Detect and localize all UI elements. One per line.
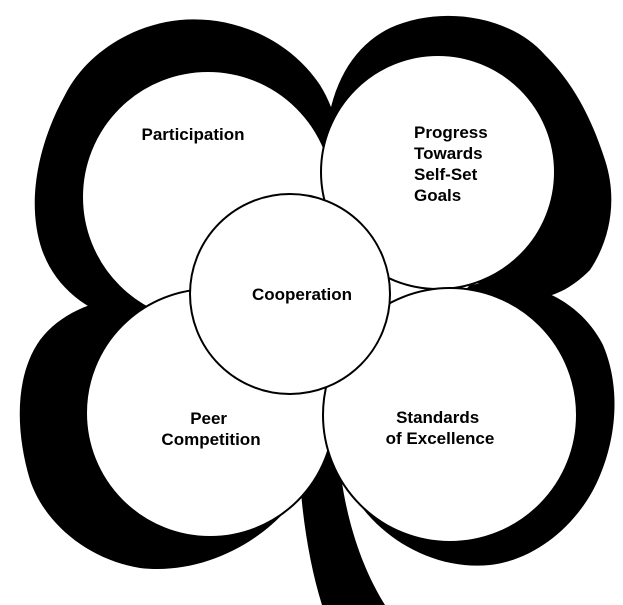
label-progress-line-1: Progress: [414, 123, 488, 142]
label-standards-line-1: Standards: [396, 408, 479, 427]
label-cooperation: Cooperation: [252, 285, 352, 304]
label-standards-line-2: of Excellence: [386, 429, 495, 448]
leaf-bottom-right-circle: [322, 287, 578, 543]
label-progress-line-3: Self-Set: [414, 165, 478, 184]
label-peer-line-1: Peer: [190, 409, 227, 428]
label-peer-line-2: Competition: [161, 430, 260, 449]
label-cooperation-line: Cooperation: [252, 285, 352, 304]
clover-stem: [298, 445, 385, 605]
label-progress-line-2: Towards: [414, 144, 483, 163]
label-participation-line: Participation: [142, 125, 245, 144]
label-participation: Participation: [142, 125, 245, 144]
label-progress-towards-goals: Progress Towards Self-Set Goals: [414, 123, 492, 205]
label-peer-competition: Peer Competition: [161, 409, 260, 449]
center-circle: [189, 193, 391, 395]
label-progress-line-4: Goals: [414, 186, 461, 205]
label-standards-of-excellence: Standards of Excellence: [386, 408, 495, 448]
